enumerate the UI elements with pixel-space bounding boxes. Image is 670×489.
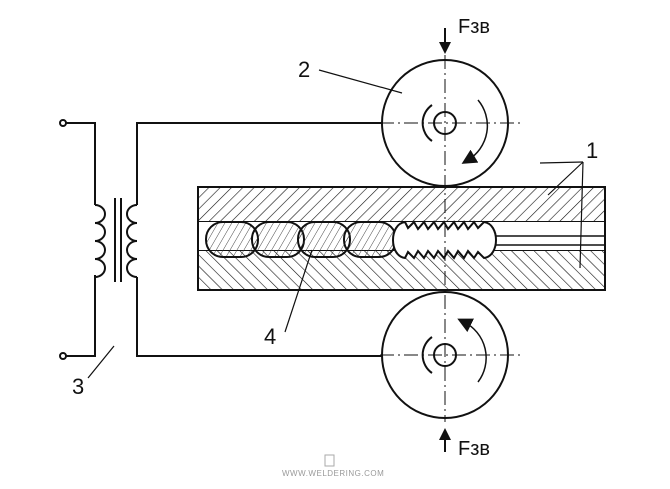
leader-lines <box>87 69 584 379</box>
terminal-bottom <box>59 352 67 360</box>
watermark: WWW.WELDERING.COM <box>282 454 384 478</box>
force-label-top: Fзв <box>458 16 490 38</box>
up-arrow-icon <box>439 428 451 440</box>
watermark-logo-icon <box>324 454 335 467</box>
leader-3 <box>87 345 115 379</box>
transformer-circuit <box>59 119 445 360</box>
label-weld-nuggets: 4 <box>264 324 276 349</box>
primary-wire-top <box>66 122 96 205</box>
leader-4 <box>284 249 313 333</box>
weld-nugget <box>251 221 305 258</box>
leader-1-top-sheet <box>547 161 584 196</box>
leader-1-horizontal <box>539 161 584 164</box>
leader-1-bottom-sheet <box>579 161 584 269</box>
down-arrow-icon <box>439 42 451 54</box>
weld-nuggets <box>205 220 497 260</box>
leader-2 <box>318 69 403 94</box>
weld-nugget <box>205 221 259 258</box>
watermark-text: WWW.WELDERING.COM <box>282 469 384 478</box>
label-sheets: 1 <box>586 138 598 163</box>
force-arrow-top <box>439 28 451 54</box>
molten-nugget <box>392 220 497 260</box>
force-label-bottom: Fзв <box>458 438 490 460</box>
label-roller: 2 <box>298 57 310 82</box>
roller-bottom-rotation-arrow <box>457 318 487 383</box>
weld-nugget <box>297 221 351 258</box>
secondary-wire-top <box>136 122 445 205</box>
label-transformer: 3 <box>72 374 84 399</box>
roller-top-rotation-arrow <box>461 99 489 164</box>
secondary-wire-bottom <box>136 277 445 357</box>
top-sheet <box>197 186 606 223</box>
weld-nugget <box>343 221 397 258</box>
primary-wire-bottom <box>66 275 96 357</box>
primary-coil <box>94 204 106 278</box>
center-lines <box>380 55 520 422</box>
force-arrow-bottom <box>439 428 451 452</box>
terminal-top <box>59 119 67 127</box>
secondary-coil <box>126 204 138 278</box>
